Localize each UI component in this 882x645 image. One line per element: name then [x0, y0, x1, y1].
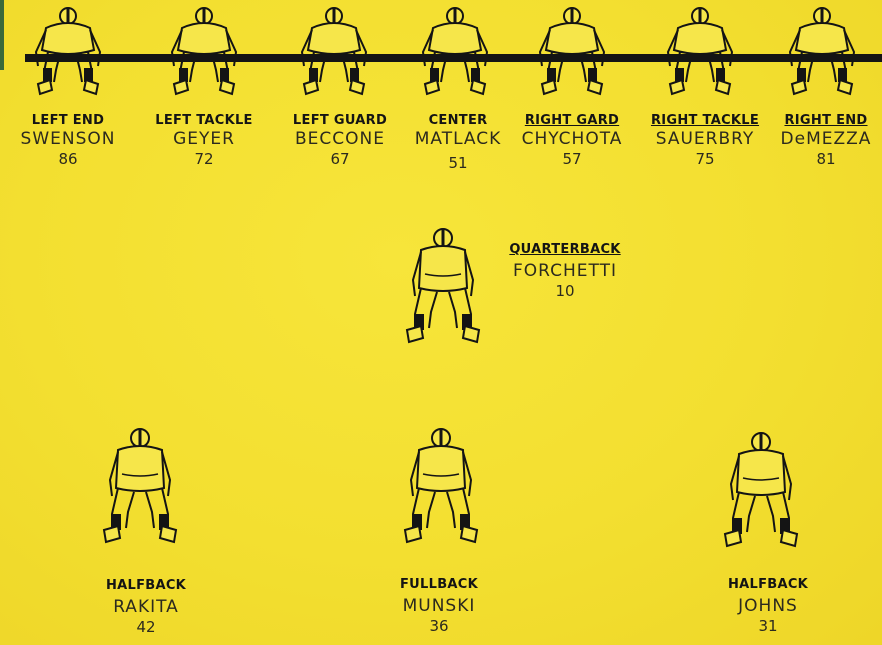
player-right-halfback: HALFBACK JOHNS 31 — [728, 577, 808, 636]
player-number: 72 — [194, 150, 214, 168]
position-label: LEFT TACKLE — [155, 113, 253, 128]
player-number: 81 — [816, 150, 836, 168]
player-name: CHYCHOTA — [521, 129, 623, 149]
position-label: LEFT GUARD — [292, 113, 388, 128]
player-left-halfback: HALFBACK RAKITA 42 — [106, 578, 186, 637]
position-label: LEFT END — [31, 113, 105, 128]
position-label: QUARTERBACK — [509, 242, 621, 257]
player-left-end: LEFT END SWENSON 86 — [21, 113, 116, 169]
player-number: 10 — [555, 282, 575, 300]
player-right-end: RIGHT END DeMEZZA 81 — [781, 113, 872, 169]
football-lineman-icon — [538, 6, 606, 96]
football-back-icon — [723, 431, 799, 548]
player-number: 42 — [136, 618, 156, 636]
football-lineman-icon — [170, 6, 238, 96]
player-right-tackle: RIGHT TACKLE SAUERBRY 75 — [651, 113, 759, 169]
player-name: SAUERBRY — [655, 129, 755, 149]
football-lineman-icon — [666, 6, 734, 96]
player-left-tackle: LEFT TACKLE GEYER 72 — [155, 113, 252, 169]
page-edge — [0, 0, 4, 70]
player-number: 67 — [330, 150, 350, 168]
position-label: RIGHT GARD — [524, 113, 620, 128]
player-name: GEYER — [173, 129, 235, 149]
player-number: 36 — [429, 617, 449, 635]
player-number: 86 — [58, 150, 78, 168]
player-number: 75 — [695, 150, 715, 168]
player-quarterback: QUARTERBACK FORCHETTI 10 — [509, 242, 620, 301]
player-name: DeMEZZA — [780, 129, 872, 149]
backfield-figures — [102, 227, 799, 548]
football-lineman-icon — [34, 6, 102, 96]
player-number: 51 — [448, 154, 468, 172]
football-back-icon — [403, 427, 479, 544]
player-fullback: FULLBACK MUNSKI 36 — [400, 577, 478, 636]
player-name: JOHNS — [738, 596, 798, 616]
line-of-scrimmage — [25, 54, 882, 62]
football-lineman-icon — [421, 6, 489, 96]
football-back-icon — [405, 227, 481, 344]
player-number: 31 — [758, 617, 778, 635]
player-left-guard: LEFT GUARD BECCONE 67 — [293, 113, 387, 169]
player-name: MATLACK — [414, 129, 502, 149]
position-label: CENTER — [428, 113, 488, 128]
player-name: FORCHETTI — [512, 261, 617, 281]
player-center: CENTER MATLACK 51 — [415, 113, 502, 173]
position-label: RIGHT TACKLE — [650, 113, 760, 128]
player-number: 57 — [562, 150, 582, 168]
player-name: SWENSON — [20, 129, 116, 149]
player-name: MUNSKI — [402, 596, 476, 616]
position-label: RIGHT END — [784, 113, 868, 128]
football-lineman-icon — [788, 6, 856, 96]
position-label: HALFBACK — [105, 578, 187, 593]
position-label: HALFBACK — [727, 577, 809, 592]
position-label: FULLBACK — [400, 577, 478, 592]
player-right-guard: RIGHT GARD CHYCHOTA 57 — [522, 113, 623, 169]
football-lineman-icon — [300, 6, 368, 96]
player-name: BECCONE — [295, 129, 385, 149]
player-name: RAKITA — [113, 597, 179, 617]
football-back-icon — [102, 427, 178, 544]
